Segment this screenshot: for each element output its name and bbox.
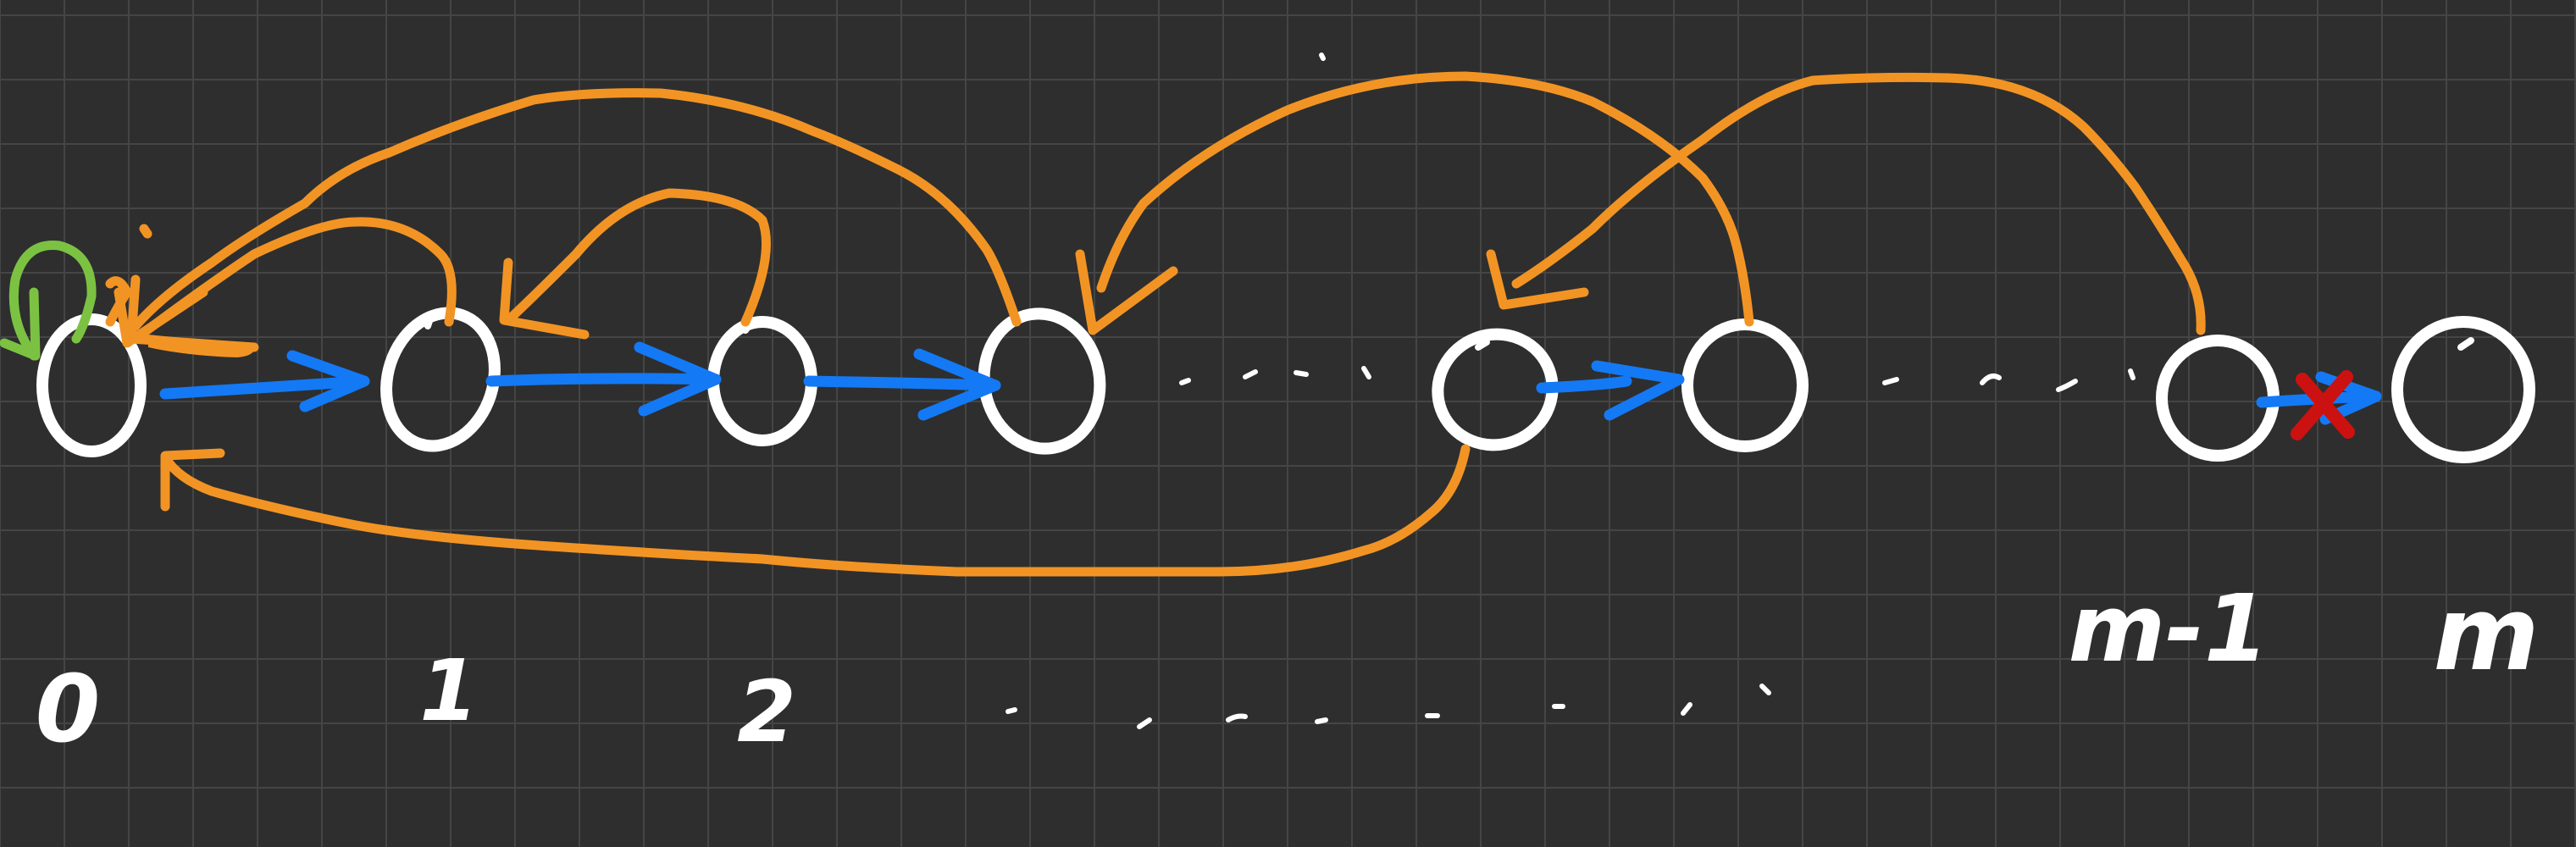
self-loop-node-0 <box>0 241 97 361</box>
label-node-m-minus-1: m-1 <box>2069 574 2269 683</box>
back-edge-i-0 <box>160 444 1471 577</box>
ellipsis-dot <box>1005 707 1017 714</box>
node-i <box>1432 328 1559 451</box>
forward-edge-1-2-arrow <box>634 341 722 417</box>
arrowhead-node-i <box>1486 249 1589 310</box>
ellipsis-dot <box>2128 368 2136 380</box>
ellipsis-dot <box>1361 366 1371 379</box>
node-tick <box>1475 339 1490 351</box>
ellipsis-dot <box>1294 370 1309 377</box>
label-node-1: 1 <box>419 641 479 740</box>
ellipsis-dot <box>1980 374 2002 385</box>
label-node-0: 0 <box>36 655 101 763</box>
forward-edge-i-arrow <box>1591 360 1685 421</box>
ellipsis-dot <box>1681 702 1692 716</box>
ellipsis-dot <box>2056 379 2078 392</box>
node-tick <box>742 320 754 334</box>
ellipsis-dot <box>1882 377 1899 385</box>
ellipsis-dot <box>1179 378 1191 385</box>
back-edge-1-0 <box>130 217 457 344</box>
arrowhead-node-3 <box>1075 249 1178 335</box>
node-tick <box>424 313 435 329</box>
ellipsis-dot <box>1243 369 1258 379</box>
arrowhead-node-0-lower <box>160 448 225 512</box>
node-tick <box>2457 337 2474 351</box>
ellipsis-dot <box>1319 53 1326 61</box>
arrow-tip-node-0 <box>148 335 255 357</box>
back-edge-3-0 <box>130 88 1022 331</box>
back-edge-m-minus-1-i <box>1511 72 2206 335</box>
ellipsis-dot <box>1759 684 1771 695</box>
forward-edge-2-3 <box>803 375 1001 391</box>
label-node-m: m <box>2433 576 2539 694</box>
node-labels: 0 1 2 m-1 m <box>36 574 2540 763</box>
ellipsis-marks <box>1005 53 2136 729</box>
back-edge-2-1 <box>503 188 771 327</box>
self-loop-arrowhead <box>0 287 41 361</box>
forward-edge-2-3-arrow <box>913 348 1001 421</box>
forward-edge-0-1-arrow <box>286 350 370 412</box>
ellipsis-dot <box>1226 713 1248 722</box>
node-0 <box>36 313 147 457</box>
forward-edge-i <box>1536 375 1632 394</box>
node-i-plus-1 <box>1681 318 1809 452</box>
blocked-x-mark <box>2291 370 2355 440</box>
node-1 <box>380 307 501 452</box>
forward-edges <box>159 341 2382 425</box>
ellipsis-dot <box>1137 717 1152 729</box>
self-loop-path <box>8 241 97 361</box>
forward-edge-0-1 <box>159 375 370 400</box>
blocked-x-stroke <box>2291 370 2353 440</box>
node-m <box>2391 316 2535 463</box>
back-edge-i-plus-1-3 <box>1096 71 1754 327</box>
arrowhead-node-1 <box>499 257 590 340</box>
ellipsis-dot <box>1315 717 1328 724</box>
arrowhead-node-0-loop <box>105 276 132 327</box>
node-ticks <box>424 313 2474 351</box>
arrowhead-spark <box>139 224 152 239</box>
label-node-2: 2 <box>737 662 796 761</box>
forward-edge-1-2 <box>485 373 722 387</box>
back-edges <box>130 71 2206 577</box>
